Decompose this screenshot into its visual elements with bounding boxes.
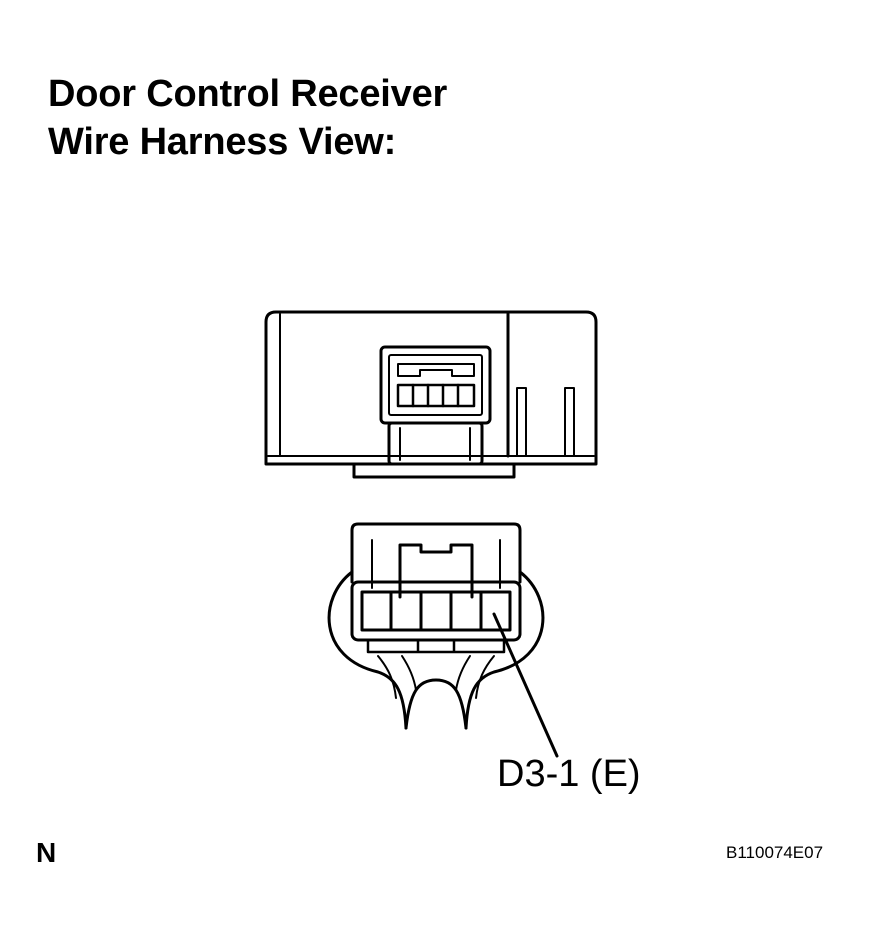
receiver-terminal-row bbox=[396, 383, 476, 408]
callout-leader-line bbox=[492, 612, 559, 758]
receiver-socket-inner bbox=[388, 354, 483, 416]
receiver-base-tab bbox=[352, 462, 516, 479]
harness-wire-3 bbox=[455, 655, 471, 691]
harness-top-notch bbox=[398, 543, 474, 599]
harness-boot-curve bbox=[404, 678, 468, 730]
harness-wire-1 bbox=[377, 655, 397, 699]
harness-connector bbox=[327, 522, 545, 730]
harness-wire-2 bbox=[401, 655, 417, 691]
corner-mark: N bbox=[36, 837, 57, 868]
receiver-rib-2 bbox=[564, 387, 575, 457]
harness-bottom-lock bbox=[366, 638, 506, 654]
receiver-unit bbox=[264, 310, 598, 479]
harness-wire-4 bbox=[475, 655, 495, 699]
terminal-callout-label: D3-1 (E) bbox=[497, 753, 641, 795]
receiver-housing bbox=[264, 310, 598, 466]
diagram-title: Door Control Receiver Wire Harness View: bbox=[48, 70, 447, 166]
figure-id: B110074E07 bbox=[726, 843, 824, 862]
harness-connector-top bbox=[350, 522, 522, 584]
harness-terminal-row bbox=[360, 590, 512, 632]
receiver-rib-1 bbox=[516, 387, 527, 457]
receiver-lock-block bbox=[387, 421, 484, 466]
title-line-2: Wire Harness View: bbox=[48, 121, 397, 163]
harness-terminal-frame bbox=[350, 580, 522, 642]
title-line-1: Door Control Receiver bbox=[48, 73, 448, 115]
receiver-socket-latch bbox=[397, 363, 475, 377]
harness-boot-outline bbox=[327, 570, 545, 730]
